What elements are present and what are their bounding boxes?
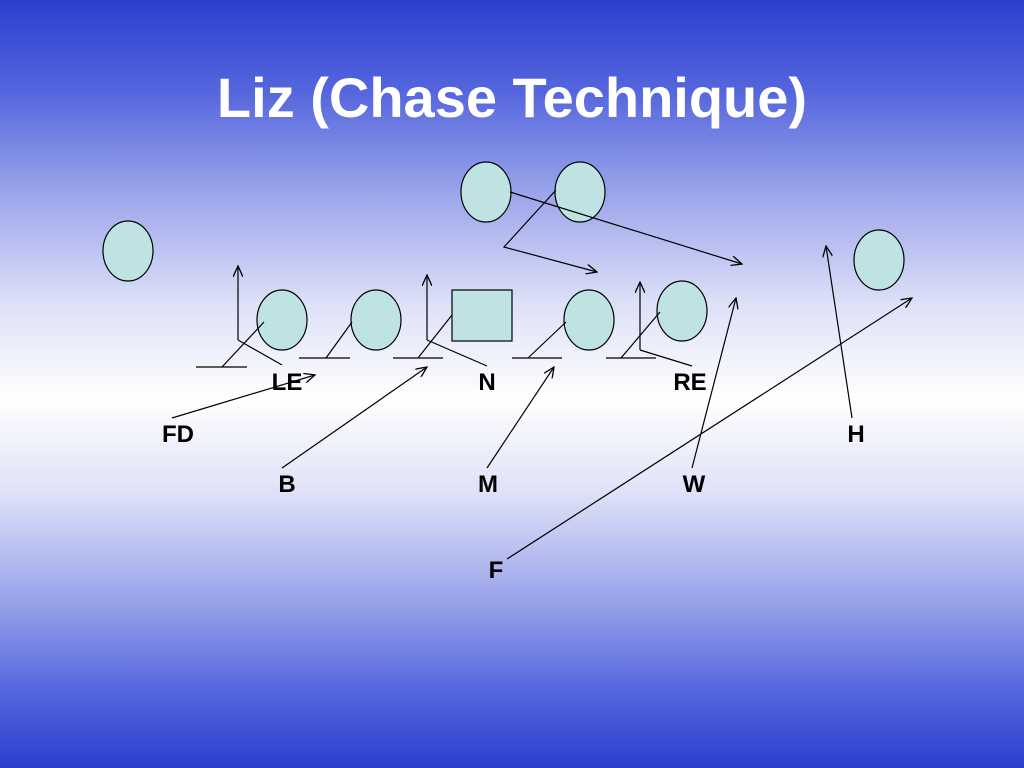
arrow-h <box>826 246 853 419</box>
route-back-left <box>502 189 597 272</box>
label-f: F <box>489 557 504 584</box>
arrow-b <box>281 367 427 469</box>
label-w: W <box>683 471 706 498</box>
label-fd: FD <box>162 421 194 448</box>
stance-marks <box>196 266 693 368</box>
defense-labels: LE N RE FD H B M W F <box>162 369 865 584</box>
arrow-m <box>486 367 554 469</box>
label-n: N <box>478 369 495 396</box>
route-back-right <box>509 191 742 264</box>
arrow-f <box>506 298 912 560</box>
offensive-center <box>451 289 513 342</box>
arrow-fd <box>171 375 315 419</box>
slide-title: Liz (Chase Technique) <box>216 66 808 129</box>
offensive-lineman-right-guard <box>563 289 615 351</box>
backfield-player-left <box>460 161 512 223</box>
wide-receiver-right <box>853 229 905 291</box>
backfield-player-right <box>554 161 606 223</box>
offensive-lineman-left-guard <box>350 289 402 351</box>
wide-receiver-left <box>102 220 154 282</box>
label-le: LE <box>272 369 303 396</box>
label-h: H <box>847 421 864 448</box>
offense-routes <box>502 189 742 272</box>
offense-players <box>102 161 905 351</box>
defense-arrows <box>171 246 912 560</box>
offensive-lineman-left-tackle <box>256 289 308 351</box>
label-m: M <box>478 471 498 498</box>
offensive-lineman-right-tackle <box>656 280 708 342</box>
label-b: B <box>278 471 295 498</box>
label-re: RE <box>673 369 706 396</box>
arrow-w <box>691 298 736 469</box>
